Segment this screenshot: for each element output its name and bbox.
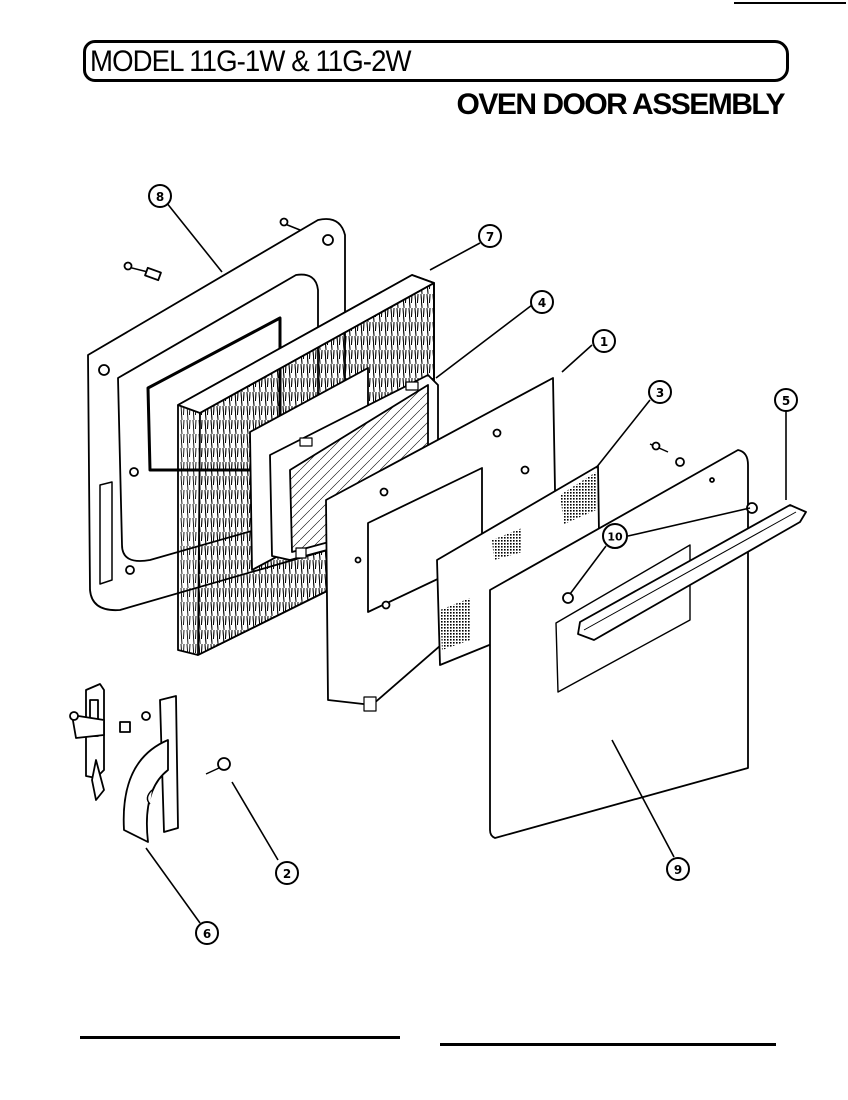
callout-circle-8-top bbox=[148, 184, 172, 208]
callout-circle-10 bbox=[602, 523, 628, 549]
bottom-rule-left bbox=[80, 1036, 400, 1039]
callout-3-label: 3 bbox=[656, 386, 664, 400]
callout-2-label: 2 bbox=[283, 867, 291, 881]
bottom-rule-right bbox=[440, 1043, 776, 1046]
hinge-hook-part bbox=[122, 695, 179, 843]
callout-circle-2 bbox=[275, 861, 299, 885]
callout-circle-5 bbox=[774, 388, 798, 412]
callout-10-label: 10 bbox=[607, 531, 623, 544]
hinge-bracket-part bbox=[69, 683, 151, 801]
section-title: OVEN DOOR ASSEMBLY bbox=[456, 88, 785, 121]
model-title-box bbox=[83, 40, 789, 82]
callout-circle-6 bbox=[195, 921, 219, 945]
callout-6-label: 6 bbox=[203, 927, 211, 941]
callout-9-label: 9 bbox=[674, 863, 682, 877]
callout-7-label: 7 bbox=[486, 230, 494, 244]
model-title: MODEL 11G-1W & 11G-2W bbox=[90, 45, 412, 78]
hinge-screw-part bbox=[205, 757, 231, 775]
callout-5-label: 5 bbox=[782, 394, 790, 408]
callout-circle-3 bbox=[648, 380, 672, 404]
callout-circle-9 bbox=[666, 857, 690, 881]
top-edge-rule bbox=[734, 2, 846, 4]
callout-4-label: 4 bbox=[538, 296, 546, 310]
callout-1-label: 1 bbox=[600, 335, 608, 349]
callout-circle-1 bbox=[592, 329, 616, 353]
door-handle-part bbox=[577, 502, 807, 641]
callout-circle-7 bbox=[478, 224, 502, 248]
callout-8-top-label: 8 bbox=[156, 190, 164, 204]
callout-circle-4 bbox=[530, 290, 554, 314]
